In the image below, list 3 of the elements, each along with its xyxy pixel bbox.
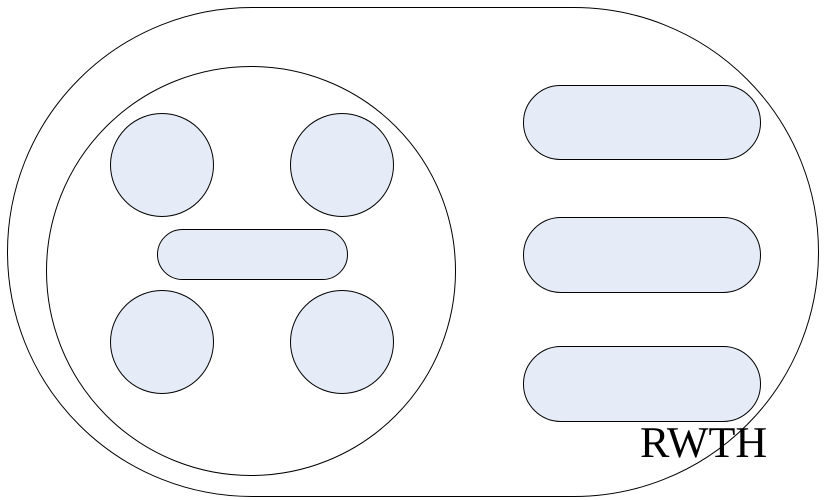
rounded-box bbox=[157, 229, 348, 280]
rounded-box bbox=[523, 85, 761, 160]
rounded-box bbox=[523, 346, 761, 422]
